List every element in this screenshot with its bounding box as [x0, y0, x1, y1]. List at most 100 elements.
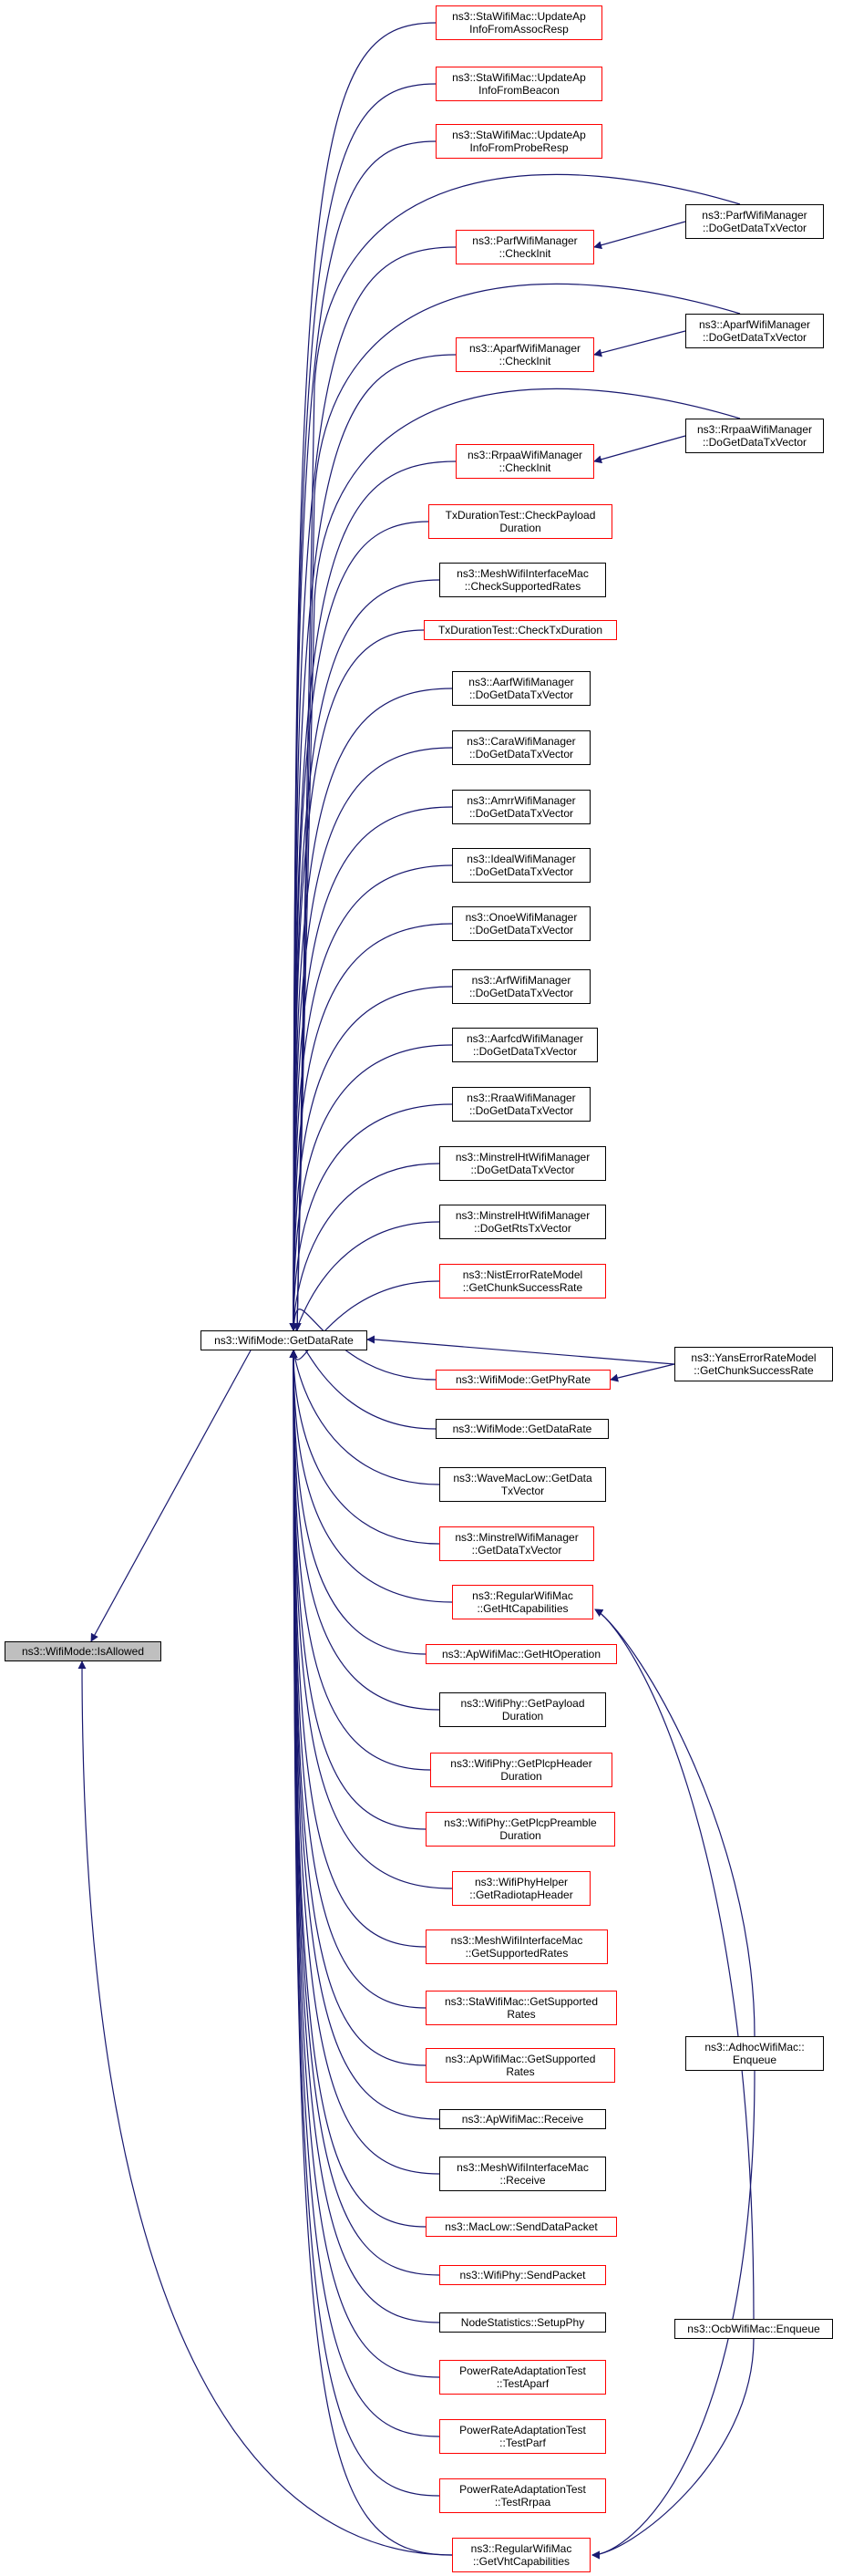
node-c25[interactable]: ns3::RegularWifiMac ::GetHtCapabilities	[452, 1585, 593, 1619]
node-label: ns3::IdealWifiManager ::DoGetDataTxVecto…	[467, 853, 576, 878]
node-c10[interactable]: ns3::AarfWifiManager ::DoGetDataTxVector	[452, 671, 591, 706]
edge-c13-to-getdatarate	[289, 864, 453, 1331]
node-c1[interactable]: ns3::StaWifiMac::UpdateAp InfoFromAssocR…	[436, 5, 602, 40]
node-r2[interactable]: ns3::AparfWifiManager ::DoGetDataTxVecto…	[685, 314, 824, 348]
node-c16[interactable]: ns3::AarfcdWifiManager ::DoGetDataTxVect…	[452, 1028, 598, 1062]
node-label: ns3::WifiMode::IsAllowed	[21, 1645, 145, 1658]
edge-c8-to-getdatarate	[289, 579, 440, 1331]
node-c34[interactable]: ns3::ApWifiMac::Receive	[439, 2109, 606, 2129]
node-label: ns3::WifiMode::GetDataRate	[214, 1334, 354, 1347]
node-label: ns3::MinstrelHtWifiManager ::DoGetDataTx…	[455, 1151, 591, 1176]
edge-r5-to-c42	[591, 2070, 756, 2560]
node-label: ns3::AparfWifiManager ::DoGetDataTxVecto…	[698, 318, 811, 344]
node-label: ns3::StaWifiMac::UpdateAp InfoFromAssocR…	[452, 10, 586, 36]
edge-c19-to-getdatarate	[289, 1221, 440, 1339]
edge-r6-to-c25	[594, 1609, 755, 2320]
edge-r3-to-getdatarate	[293, 388, 741, 1331]
node-c21[interactable]: ns3::WifiMode::GetPhyRate	[436, 1370, 611, 1390]
node-label: ns3::WifiPhy::GetPayload Duration	[460, 1697, 585, 1723]
node-label: ns3::RraaWifiManager ::DoGetDataTxVector	[467, 1091, 576, 1117]
edge-c9-to-getdatarate	[289, 629, 425, 1331]
node-label: ns3::WifiMode::GetDataRate	[452, 1422, 592, 1435]
edge-c17-to-getdatarate	[289, 1103, 453, 1331]
node-label: ns3::MacLow::SendDataPacket	[445, 2220, 598, 2233]
node-c33[interactable]: ns3::ApWifiMac::GetSupported Rates	[426, 2048, 615, 2083]
node-c22[interactable]: ns3::WifiMode::GetDataRate	[436, 1419, 609, 1439]
edge-c21-to-getdatarate	[289, 1309, 437, 1381]
node-c9[interactable]: TxDurationTest::CheckTxDuration	[424, 620, 617, 640]
node-c19[interactable]: ns3::MinstrelHtWifiManager ::DoGetRtsTxV…	[439, 1205, 606, 1239]
node-label: ns3::AarfcdWifiManager ::DoGetDataTxVect…	[466, 1032, 584, 1058]
node-c5[interactable]: ns3::AparfWifiManager ::CheckInit	[456, 337, 594, 372]
node-getdatarate[interactable]: ns3::WifiMode::GetDataRate	[200, 1330, 367, 1350]
node-label: TxDurationTest::CheckTxDuration	[437, 624, 603, 636]
node-c3[interactable]: ns3::StaWifiMac::UpdateAp InfoFromProbeR…	[436, 124, 602, 159]
node-c7[interactable]: TxDurationTest::CheckPayload Duration	[428, 504, 612, 539]
node-label: ns3::YansErrorRateModel ::GetChunkSucces…	[691, 1351, 817, 1377]
node-c17[interactable]: ns3::RraaWifiManager ::DoGetDataTxVector	[452, 1087, 591, 1122]
node-r6[interactable]: ns3::OcbWifiMac::Enqueue	[674, 2319, 833, 2339]
edge-c15-to-getdatarate	[289, 986, 453, 1331]
node-c38[interactable]: NodeStatistics::SetupPhy	[439, 2312, 606, 2333]
edge-c16-to-getdatarate	[289, 1044, 453, 1331]
edge-r3-to-c6	[593, 435, 686, 464]
node-label: ns3::ApWifiMac::GetHtOperation	[441, 1648, 601, 1660]
edge-c29-to-getdatarate	[289, 1350, 427, 1830]
edge-c6-to-getdatarate	[289, 460, 457, 1331]
node-c42[interactable]: ns3::RegularWifiMac ::GetVhtCapabilities	[452, 2538, 591, 2572]
edge-c23-to-getdatarate	[289, 1342, 440, 1485]
node-label: ns3::MeshWifiInterfaceMac ::Receive	[457, 2161, 589, 2187]
node-c13[interactable]: ns3::IdealWifiManager ::DoGetDataTxVecto…	[452, 848, 591, 883]
node-label: ns3::MinstrelWifiManager ::GetDataTxVect…	[455, 1531, 579, 1557]
node-r3[interactable]: ns3::RrpaaWifiManager ::DoGetDataTxVecto…	[685, 419, 824, 453]
node-c30[interactable]: ns3::WifiPhyHelper ::GetRadiotapHeader	[452, 1871, 591, 1906]
node-c35[interactable]: ns3::MeshWifiInterfaceMac ::Receive	[439, 2157, 606, 2191]
node-label: ns3::RegularWifiMac ::GetVhtCapabilities	[470, 2542, 572, 2568]
node-c2[interactable]: ns3::StaWifiMac::UpdateAp InfoFromBeacon	[436, 67, 602, 101]
node-c24[interactable]: ns3::MinstrelWifiManager ::GetDataTxVect…	[439, 1526, 594, 1561]
edge-c4-to-getdatarate	[289, 246, 457, 1331]
node-c14[interactable]: ns3::OnoeWifiManager ::DoGetDataTxVector	[452, 906, 591, 941]
edge-r2-to-getdatarate	[293, 283, 741, 1331]
edge-c12-to-getdatarate	[289, 806, 453, 1331]
node-label: ns3::NistErrorRateModel ::GetChunkSucces…	[462, 1268, 583, 1294]
node-isallowed[interactable]: ns3::WifiMode::IsAllowed	[5, 1641, 161, 1661]
node-label: ns3::StaWifiMac::UpdateAp InfoFromProbeR…	[452, 129, 586, 154]
node-label: PowerRateAdaptationTest ::TestRrpaa	[459, 2483, 586, 2509]
node-c18[interactable]: ns3::MinstrelHtWifiManager ::DoGetDataTx…	[439, 1146, 606, 1181]
edge-c39-to-getdatarate	[289, 1350, 440, 2378]
edge-c1-to-getdatarate	[289, 22, 437, 1331]
node-c4[interactable]: ns3::ParfWifiManager ::CheckInit	[456, 230, 594, 264]
node-c36[interactable]: ns3::MacLow::SendDataPacket	[426, 2217, 617, 2237]
node-label: ns3::ApWifiMac::GetSupported Rates	[445, 2053, 596, 2078]
node-label: ns3::StaWifiMac::UpdateAp InfoFromBeacon	[452, 71, 586, 97]
node-c28[interactable]: ns3::WifiPhy::GetPlcpHeader Duration	[430, 1753, 612, 1787]
node-c29[interactable]: ns3::WifiPhy::GetPlcpPreamble Duration	[426, 1812, 615, 1847]
node-r4[interactable]: ns3::YansErrorRateModel ::GetChunkSucces…	[674, 1347, 833, 1381]
node-c11[interactable]: ns3::CaraWifiManager ::DoGetDataTxVector	[452, 730, 591, 765]
node-c40[interactable]: PowerRateAdaptationTest ::TestParf	[439, 2419, 606, 2454]
node-c26[interactable]: ns3::ApWifiMac::GetHtOperation	[426, 1644, 617, 1664]
node-label: ns3::WifiPhy::SendPacket	[459, 2269, 586, 2281]
node-r1[interactable]: ns3::ParfWifiManager ::DoGetDataTxVector	[685, 204, 824, 239]
node-c15[interactable]: ns3::ArfWifiManager ::DoGetDataTxVector	[452, 969, 591, 1004]
node-c39[interactable]: PowerRateAdaptationTest ::TestAparf	[439, 2360, 606, 2395]
edge-r1-to-getdatarate	[293, 173, 741, 1331]
node-c27[interactable]: ns3::WifiPhy::GetPayload Duration	[439, 1692, 606, 1727]
node-c6[interactable]: ns3::RrpaaWifiManager ::CheckInit	[456, 444, 594, 479]
node-r5[interactable]: ns3::AdhocWifiMac:: Enqueue	[685, 2036, 824, 2071]
node-label: ns3::ApWifiMac::Receive	[461, 2113, 584, 2126]
node-c20[interactable]: ns3::NistErrorRateModel ::GetChunkSucces…	[439, 1264, 606, 1298]
node-c31[interactable]: ns3::MeshWifiInterfaceMac ::GetSupported…	[426, 1929, 608, 1964]
node-c8[interactable]: ns3::MeshWifiInterfaceMac ::CheckSupport…	[439, 563, 606, 597]
node-label: NodeStatistics::SetupPhy	[460, 2316, 585, 2329]
edge-c5-to-getdatarate	[289, 354, 457, 1331]
node-label: ns3::StaWifiMac::GetSupported Rates	[444, 1995, 599, 2021]
edge-c35-to-getdatarate	[289, 1350, 440, 2175]
node-c23[interactable]: ns3::WaveMacLow::GetData TxVector	[439, 1467, 606, 1502]
node-c32[interactable]: ns3::StaWifiMac::GetSupported Rates	[426, 1991, 617, 2025]
node-c41[interactable]: PowerRateAdaptationTest ::TestRrpaa	[439, 2478, 606, 2513]
node-c37[interactable]: ns3::WifiPhy::SendPacket	[439, 2265, 606, 2285]
node-c12[interactable]: ns3::AmrrWifiManager ::DoGetDataTxVector	[452, 790, 591, 824]
